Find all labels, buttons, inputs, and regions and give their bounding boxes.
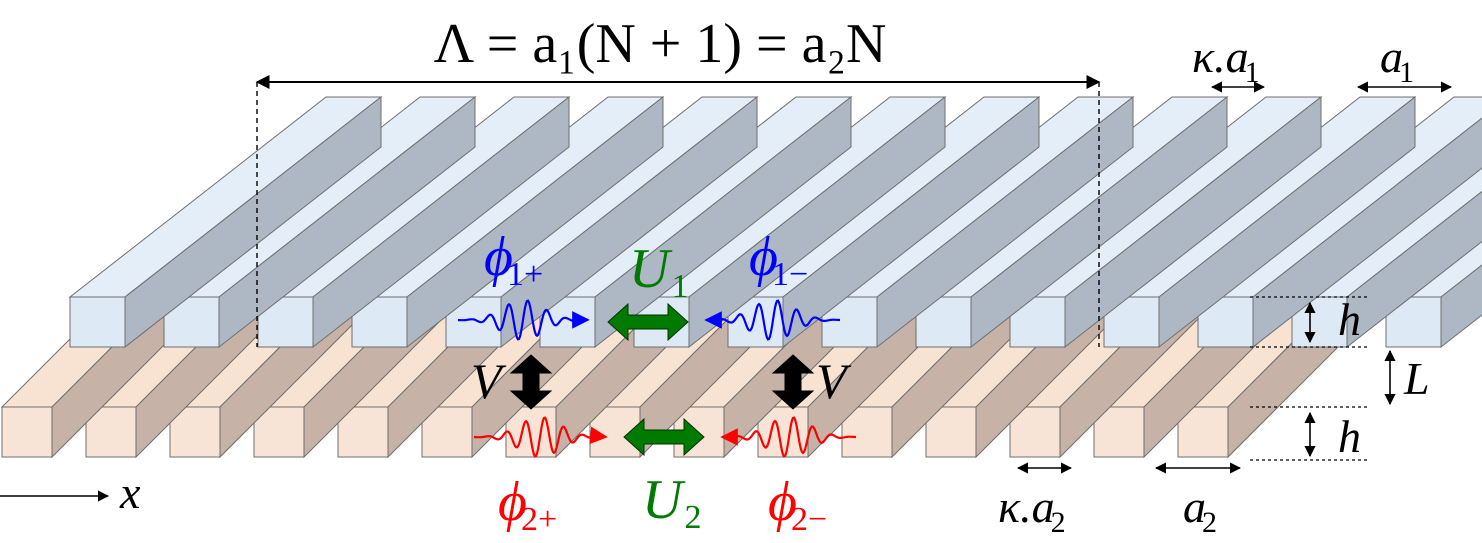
phi1-minus-label: ϕ1− <box>749 226 808 293</box>
phi2-plus-label: ϕ2+ <box>498 471 557 538</box>
U1-label: U1 <box>629 238 688 305</box>
kappa-a2-label: κ.a2 <box>998 481 1066 539</box>
V-right-label: V <box>816 353 852 409</box>
U1-coupling-arrow <box>607 302 689 342</box>
wave-phi2-minus <box>720 416 856 458</box>
L-label: L <box>1403 353 1430 404</box>
a1-label: a1 <box>1380 31 1414 89</box>
annotations: Λ = a₁(N + 1) = a₂N κ.a1 a1 hLh κ.a2 a2 x ϕ1+ ϕ1… <box>0 13 1453 539</box>
V-left-coupling-arrow <box>509 354 553 410</box>
wave-phi1-plus <box>458 299 590 341</box>
top-bar <box>68 95 383 349</box>
a2-label: a2 <box>1183 481 1217 539</box>
h-bottom-label: h <box>1338 411 1361 462</box>
wave-phi2-plus <box>473 416 608 458</box>
kappa-a1-label: κ.a1 <box>1192 31 1260 89</box>
period-formula: Λ = a₁(N + 1) = a₂N <box>434 13 887 75</box>
phi2-minus-label: ϕ2− <box>768 471 827 538</box>
wave-phi1-minus <box>704 299 840 341</box>
V-left-label: V <box>471 353 507 409</box>
U2-label: U2 <box>642 469 701 536</box>
phi1-plus-label: ϕ1+ <box>484 226 543 293</box>
h-top-label: h <box>1338 294 1361 345</box>
top-grating <box>68 95 1482 349</box>
x-axis-label: x <box>119 467 141 518</box>
U2-coupling-arrow <box>623 417 705 457</box>
V-right-coupling-arrow <box>771 354 815 410</box>
